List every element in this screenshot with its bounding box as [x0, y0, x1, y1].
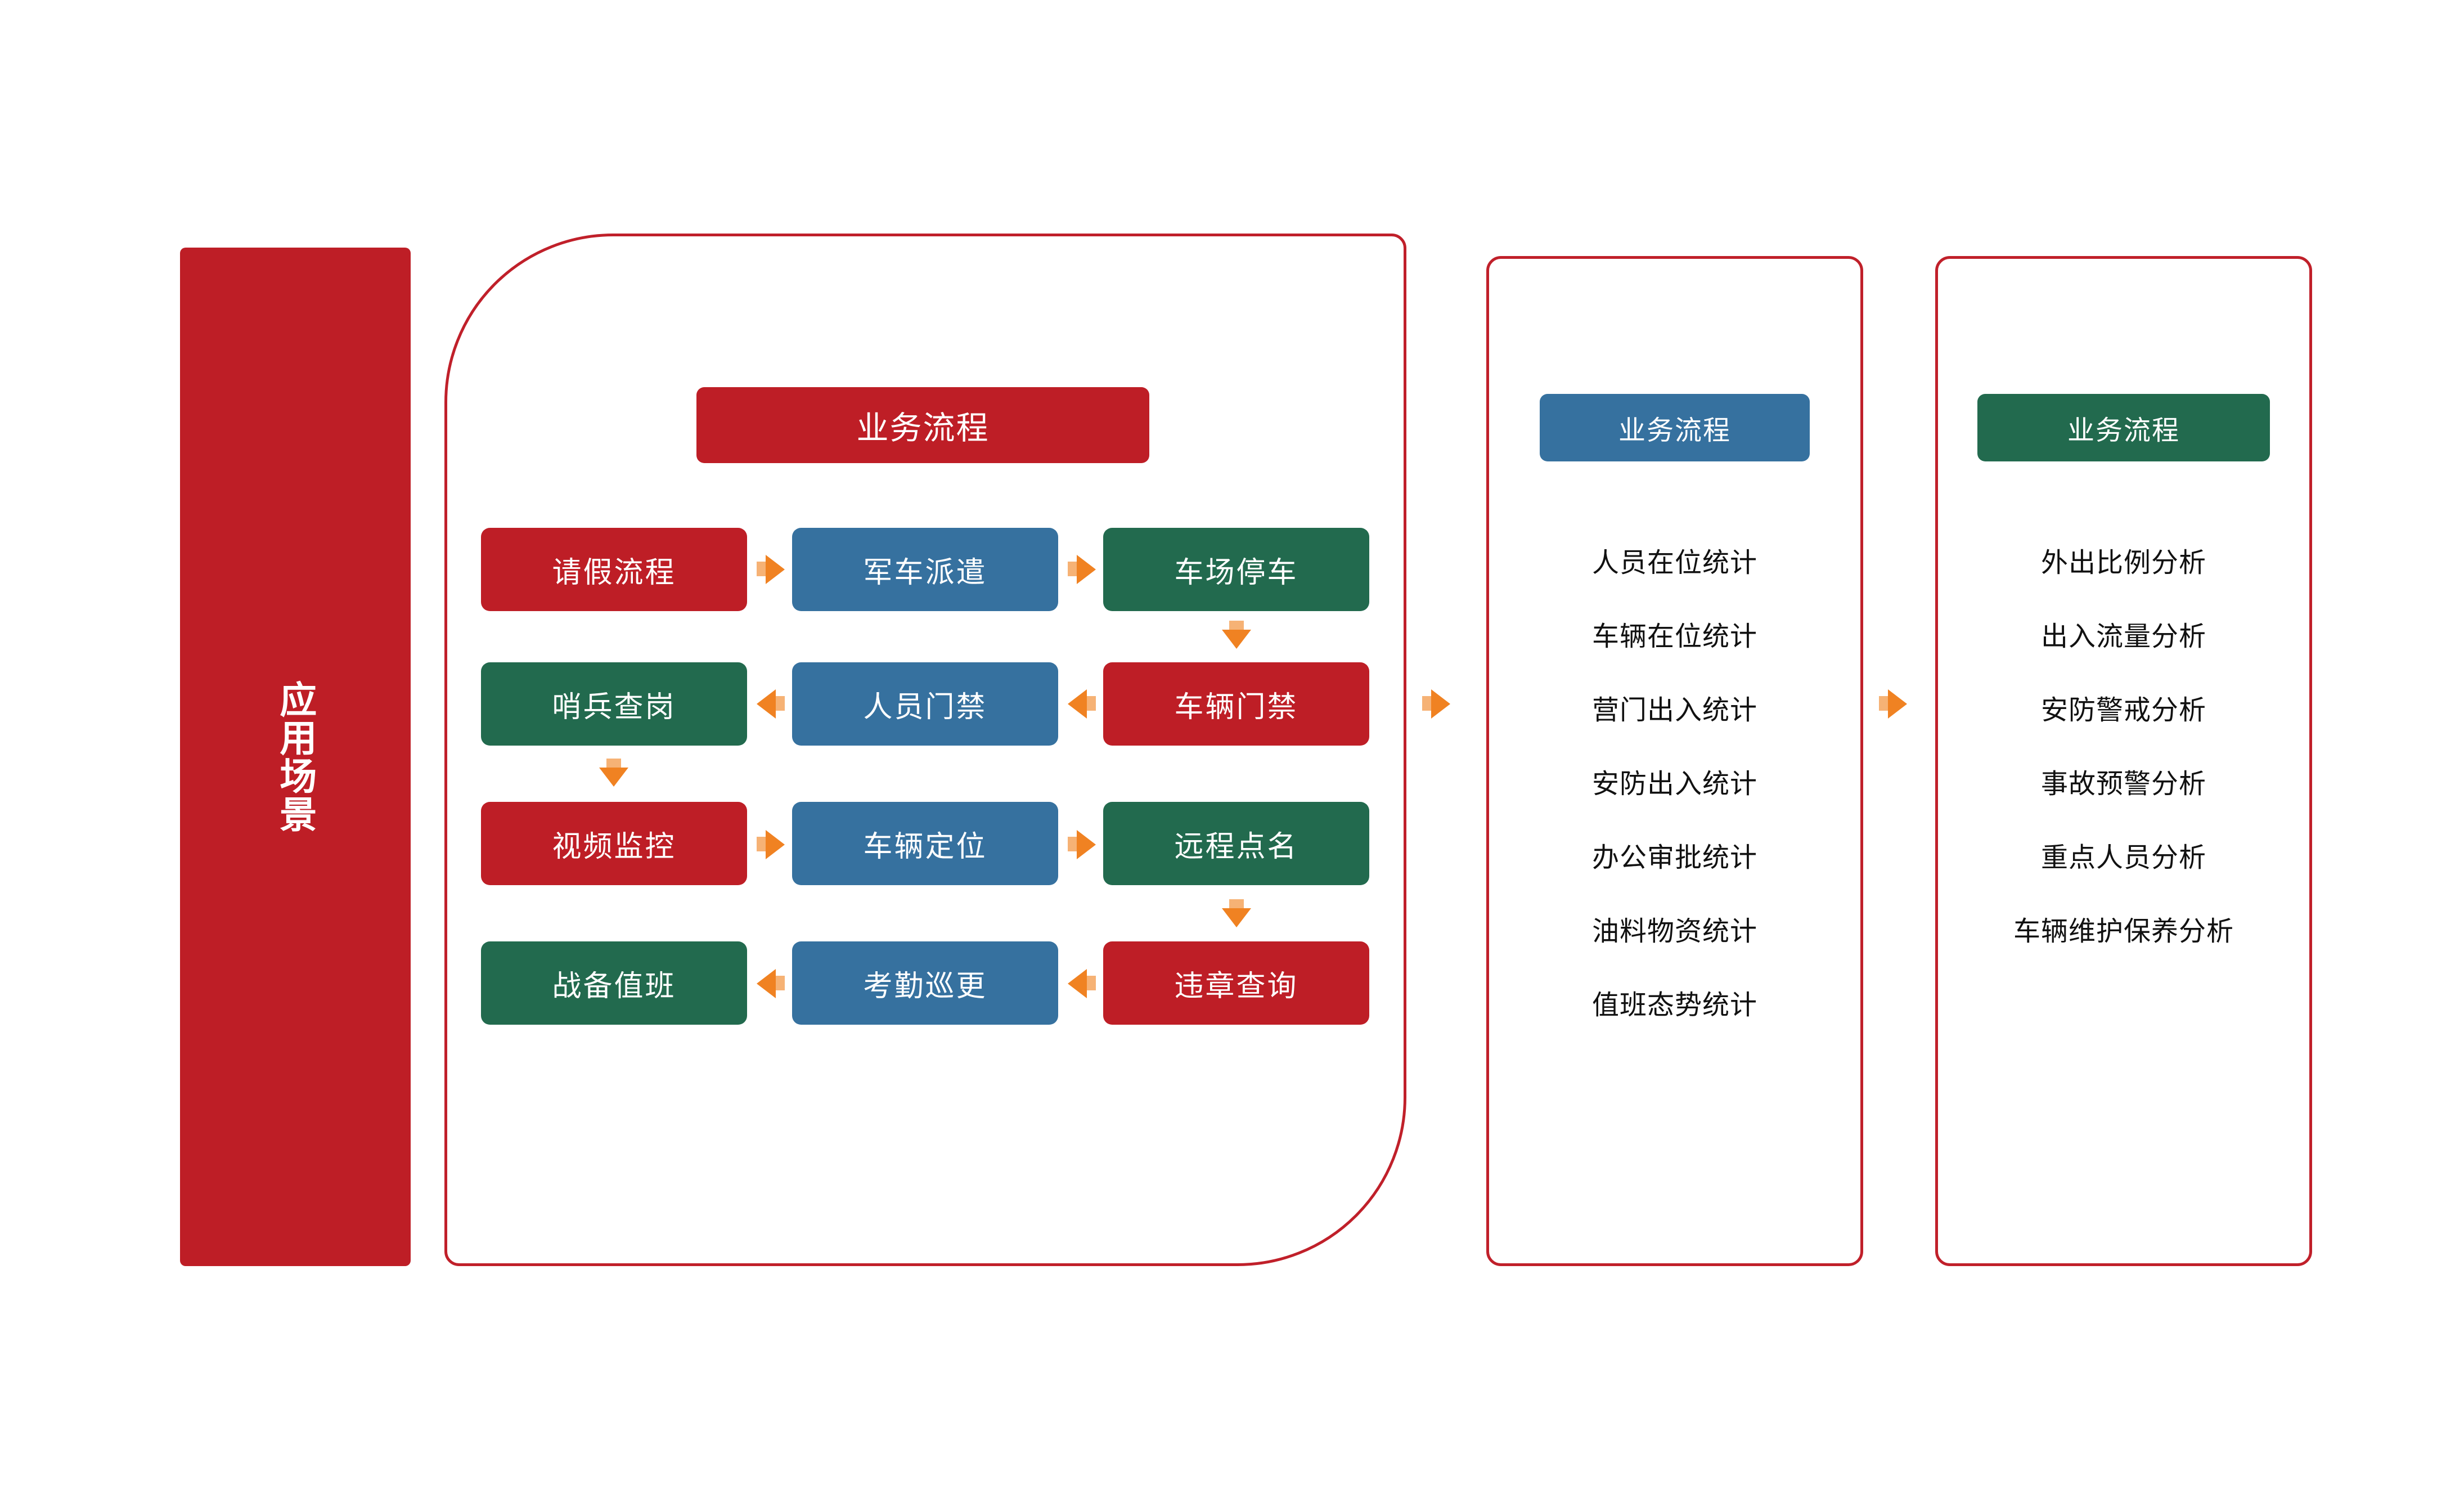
- list-item[interactable]: 值班态势统计: [1591, 990, 1757, 1020]
- flow-node-label: 请假流程: [552, 556, 676, 589]
- flow-node-personnel-access[interactable]: 人员门禁: [792, 662, 1058, 746]
- flow-node-label: 远程点名: [1174, 830, 1298, 863]
- flow-node-leave-process[interactable]: 请假流程: [481, 528, 747, 611]
- list-item[interactable]: 安防警戒分析: [2040, 696, 2206, 725]
- flow-node-label: 视频监控: [552, 830, 676, 863]
- arrow-right-icon: [1077, 555, 1096, 584]
- list-item[interactable]: 油料物资统计: [1591, 917, 1757, 946]
- arrow-tail-icon: [776, 696, 785, 711]
- analysis-panel-title: 业务流程: [2067, 416, 2180, 446]
- arrow-left-icon: [1068, 689, 1087, 719]
- flow-node-label: 人员门禁: [863, 690, 987, 724]
- application-scenario-banner: 应用场景: [180, 248, 411, 1266]
- arrow-tail-icon: [1068, 562, 1077, 576]
- arrow-down-icon: [599, 768, 628, 787]
- arrow-tail-icon: [1422, 696, 1431, 711]
- flow-node-vehicle-positioning[interactable]: 车辆定位: [792, 802, 1058, 885]
- arrow-right-icon: [1431, 689, 1450, 719]
- arrow-left-icon: [757, 689, 776, 719]
- flow-node-remote-rollcall[interactable]: 远程点名: [1103, 802, 1369, 885]
- flow-node-label: 车辆门禁: [1174, 690, 1298, 724]
- arrow-tail-icon: [757, 837, 766, 851]
- statistics-panel-title: 业务流程: [1618, 416, 1731, 446]
- arrow-right-icon: [1888, 689, 1907, 719]
- flow-node-vehicle-access[interactable]: 车辆门禁: [1103, 662, 1369, 746]
- flow-node-label: 考勤巡更: [863, 970, 987, 1003]
- arrow-tail-icon: [776, 976, 785, 990]
- list-item[interactable]: 事故预警分析: [2040, 769, 2206, 799]
- arrow-tail-icon: [1087, 976, 1096, 990]
- arrow-tail-icon: [1879, 696, 1888, 711]
- list-item[interactable]: 出入流量分析: [2040, 622, 2206, 652]
- flow-node-label: 违章查询: [1174, 970, 1298, 1003]
- arrow-tail-icon: [606, 759, 621, 768]
- arrow-tail-icon: [1229, 621, 1244, 630]
- flow-node-attendance-patrol[interactable]: 考勤巡更: [792, 941, 1058, 1025]
- list-item[interactable]: 办公审批统计: [1591, 843, 1757, 873]
- flow-node-label: 军车派遣: [863, 556, 987, 589]
- flow-node-label: 车场停车: [1174, 556, 1298, 589]
- flow-node-parking[interactable]: 车场停车: [1103, 528, 1369, 611]
- arrow-tail-icon: [1068, 837, 1077, 851]
- flow-node-label: 战备值班: [552, 970, 676, 1003]
- list-item[interactable]: 车辆在位统计: [1591, 622, 1757, 652]
- process-panel-title-chip: 业务流程: [696, 387, 1149, 463]
- arrow-right-icon: [766, 830, 785, 859]
- arrow-tail-icon: [757, 562, 766, 576]
- arrow-tail-icon: [1229, 899, 1244, 908]
- list-item[interactable]: 外出比例分析: [2040, 548, 2206, 578]
- statistics-panel-title-chip: 业务流程: [1540, 394, 1810, 461]
- arrow-tail-icon: [1087, 696, 1096, 711]
- analysis-panel-title-chip: 业务流程: [1977, 394, 2270, 461]
- arrow-down-icon: [1222, 908, 1251, 927]
- arrow-left-icon: [1068, 969, 1087, 998]
- flow-node-video-surveillance[interactable]: 视频监控: [481, 802, 747, 885]
- list-item[interactable]: 车辆维护保养分析: [2013, 917, 2234, 946]
- flow-node-sentry-check[interactable]: 哨兵查岗: [481, 662, 747, 746]
- application-scenario-label: 应用场景: [275, 680, 317, 833]
- flow-node-label: 哨兵查岗: [552, 690, 676, 724]
- arrow-right-icon: [1077, 830, 1096, 859]
- flow-node-combat-duty[interactable]: 战备值班: [481, 941, 747, 1025]
- arrow-left-icon: [757, 969, 776, 998]
- list-item[interactable]: 人员在位统计: [1591, 548, 1757, 578]
- list-item[interactable]: 重点人员分析: [2040, 843, 2206, 873]
- flow-node-military-dispatch[interactable]: 军车派遣: [792, 528, 1058, 611]
- flow-node-label: 车辆定位: [863, 830, 987, 863]
- process-panel-title: 业务流程: [856, 410, 990, 446]
- list-item[interactable]: 营门出入统计: [1591, 696, 1757, 725]
- arrow-down-icon: [1222, 630, 1251, 649]
- flow-node-violation-query[interactable]: 违章查询: [1103, 941, 1369, 1025]
- list-item[interactable]: 安防出入统计: [1591, 769, 1757, 799]
- arrow-right-icon: [766, 555, 785, 584]
